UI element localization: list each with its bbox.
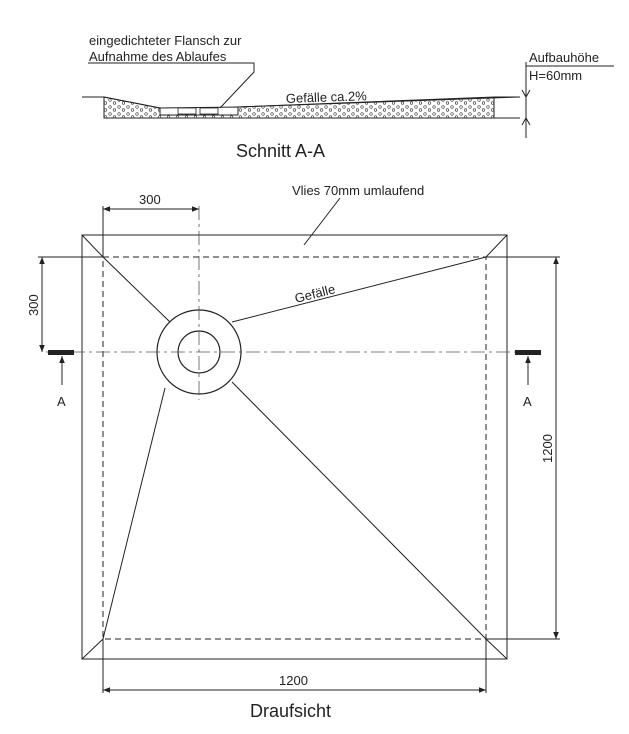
fall-line-top-left [102, 256, 171, 323]
dim-bottom-value: 1200 [279, 673, 308, 688]
flange-note-line1: eingedichteter Flansch zur [89, 33, 242, 48]
section-title: Schnitt A-A [236, 141, 325, 161]
drain-recess [159, 106, 239, 116]
plan-slope-label: Gefälle [293, 281, 337, 306]
fall-line-top-right [231, 256, 487, 323]
dim-right-value: 1200 [540, 434, 555, 463]
cut-label-right: A [523, 394, 532, 409]
fall-line-bottom-left [102, 387, 166, 640]
height-value: H=60mm [529, 68, 582, 83]
dim-top-value: 300 [139, 192, 161, 207]
fleece-leader-line [303, 197, 341, 246]
section-view: eingedichteter Flansch zur Aufnahme des … [82, 33, 614, 161]
fleece-outline [81, 234, 508, 660]
drain-body-left [177, 107, 197, 115]
section-slope-note: Gefälle ca.2% [286, 88, 368, 106]
cut-marker-right [515, 350, 541, 355]
flange-leader-line [88, 62, 255, 109]
fall-line-bottom-right [231, 381, 487, 640]
flange-note-line2: Aufnahme des Ablaufes [89, 49, 227, 64]
cut-label-left: A [57, 394, 66, 409]
drain-body-right [199, 107, 219, 115]
plan-title: Draufsicht [250, 701, 331, 721]
cut-marker-left [48, 350, 74, 355]
plan-view: A A 300 300 1200 1200 Vlies 70mm umlaufe… [26, 183, 560, 721]
tray-outline [102, 256, 487, 640]
fleece-note: Vlies 70mm umlaufend [292, 183, 424, 198]
height-label: Aufbauhöhe [529, 50, 599, 65]
dim-left-value: 300 [26, 294, 41, 316]
